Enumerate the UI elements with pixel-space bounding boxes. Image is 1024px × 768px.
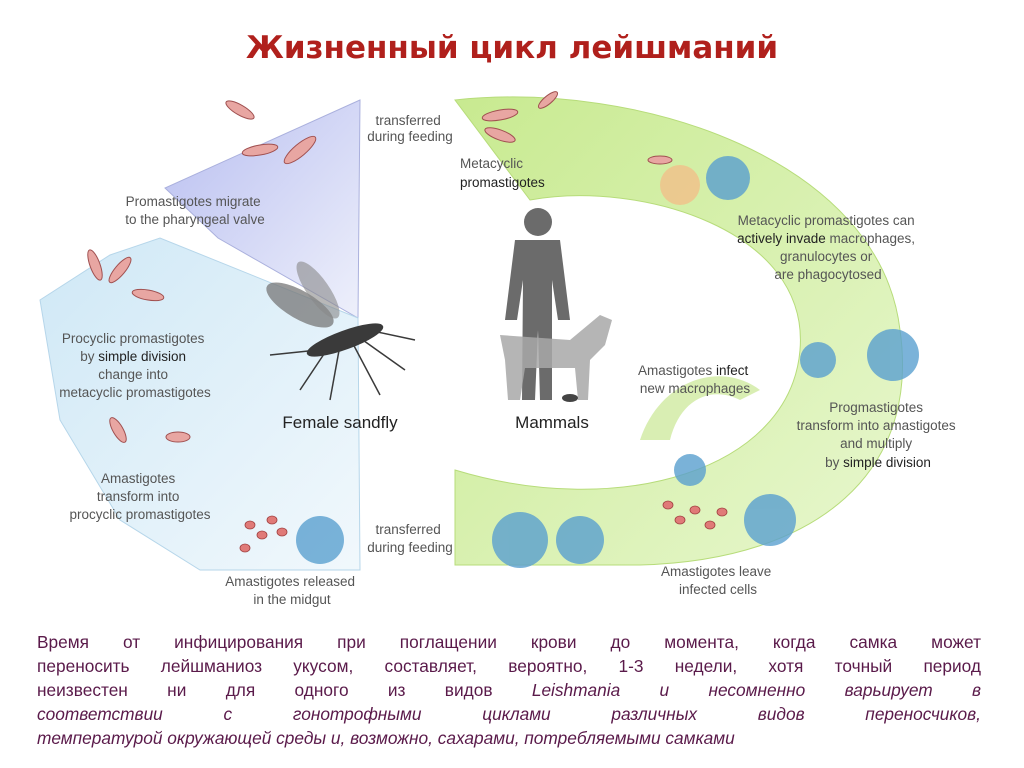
metacyclic-promastigotes-label: Metacyclic promastigotes	[460, 156, 545, 190]
caption-line: переносить лейшманиоз укусом, составляет…	[37, 656, 981, 676]
amastigotes-infect-label: Amastigotes infect new macrophages	[638, 363, 752, 396]
caption-line: Время от инфицирования при поглащении кр…	[37, 632, 981, 652]
human-icon	[505, 208, 570, 400]
page-title: Жизненный цикл лейшманий	[245, 30, 779, 66]
mouse-icon	[562, 394, 578, 402]
mammal-cycle-ring	[454, 96, 904, 566]
procyclic-promastigotes-label: Procyclic promastigotes by simple divisi…	[59, 331, 211, 400]
invade-macrophages-label: Metacyclic promastigotes can actively in…	[737, 213, 919, 282]
caption-line: неизвестен ни для одного из видов Leishm…	[37, 680, 981, 700]
mammals-label: Mammals	[515, 413, 589, 432]
promastigotes-migrate-label: Promastigotes migrate to the pharyngeal …	[125, 194, 265, 227]
transferred-top-label: transferred during feeding	[367, 113, 453, 144]
amastigotes-transform-label: Amastigotes transform into procyclic pro…	[69, 471, 210, 522]
amastigotes-released-label: Amastigotes released in the midgut	[225, 574, 359, 607]
macrophages-group	[296, 156, 919, 568]
dog-icon	[500, 315, 612, 400]
caption-paragraph: Время от инфицирования при поглащении кр…	[37, 630, 981, 750]
female-sandfly-label: Female sandfly	[282, 413, 398, 432]
progmastigotes-transform-label: Progmastigotes transform into amastigote…	[797, 400, 960, 470]
sandfly-icon	[266, 261, 416, 401]
leishmania-lifecycle-diagram: transferred during feeding Promastigotes…	[39, 91, 960, 607]
transferred-bottom-label: transferred during feeding	[367, 522, 453, 555]
caption-line: соответствии с гонотрофными циклами разл…	[37, 704, 981, 724]
sandfly-upper-wedge	[164, 99, 361, 319]
amastigotes-group	[239, 500, 728, 553]
caption-line: температурой окружающей среды и, возможн…	[37, 728, 735, 748]
inner-loop-arrow	[640, 376, 760, 440]
genus-name: Leishmania	[531, 680, 621, 700]
sandfly-lower-wedge	[39, 237, 361, 571]
promastigotes-group	[87, 91, 673, 443]
amastigotes-leave-label: Amastigotes leave infected cells	[661, 564, 775, 597]
